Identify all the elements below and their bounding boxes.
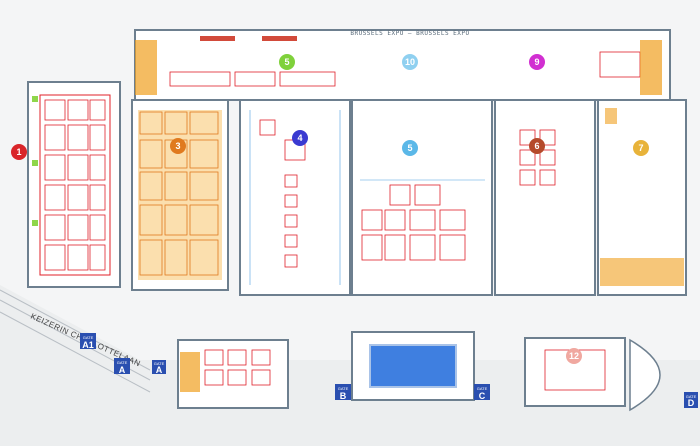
gate-box (474, 384, 490, 400)
hall-marker-circle (170, 138, 186, 154)
hall-marker-circle (529, 54, 545, 70)
gate-letter: A (156, 365, 163, 375)
hall-marker-6[interactable]: 6 (529, 138, 545, 154)
water-basin (351, 331, 475, 401)
gate-letter: A (119, 365, 126, 375)
hall-5 (351, 99, 493, 296)
gate-box (152, 360, 166, 374)
hall-4 (239, 99, 351, 296)
hall-marker-4[interactable]: 4 (292, 130, 308, 146)
hall-marker-label: 3 (175, 141, 180, 151)
gate-a1[interactable]: GATE A1 (80, 333, 96, 350)
gate-a[interactable]: GATE A (114, 358, 130, 375)
gate-title: GATE (117, 360, 128, 365)
hall-12 (524, 337, 661, 412)
hall-3 (131, 99, 229, 291)
hall-marker-circle (633, 140, 649, 156)
road-edge (0, 289, 151, 371)
gate-box (80, 333, 96, 349)
gate-b[interactable]: GATE B (335, 384, 351, 401)
hall-marker-label: 9 (534, 57, 539, 67)
gate-letter: B (340, 391, 347, 401)
hall-marker-3[interactable]: 3 (170, 138, 186, 154)
hall-marker-circle (11, 144, 27, 160)
top-hall-strip (134, 29, 671, 101)
hall-marker-label: 4 (297, 133, 302, 143)
gate-title: GATE (154, 361, 165, 366)
gate-title: GATE (686, 394, 697, 399)
hall-marker-circle (529, 138, 545, 154)
hall-marker-label: 12 (569, 351, 579, 361)
hall-marker-circle (402, 140, 418, 156)
gate-letter: A1 (82, 340, 94, 350)
hall-marker-label: 7 (638, 143, 643, 153)
hall-marker-label: 6 (534, 141, 539, 151)
hall-marker-label: 1 (16, 147, 21, 157)
road-edge (0, 311, 151, 393)
gate-a-2[interactable]: GATE A (152, 360, 166, 375)
gate-letter: C (479, 391, 486, 401)
hall-1 (27, 81, 121, 288)
gate-box (684, 392, 698, 408)
gate-c[interactable]: GATE C (474, 384, 490, 401)
hall-marker-label: 5 (284, 57, 289, 67)
hall-marker-circle (402, 54, 418, 70)
gate-title: GATE (83, 335, 94, 340)
hall-marker-5-top[interactable]: 5 (279, 54, 295, 70)
hall-6 (494, 99, 596, 296)
hall-marker-12[interactable]: 12 (566, 348, 582, 364)
gate-d[interactable]: GATE D (684, 392, 698, 408)
auditorium (629, 338, 661, 412)
hall-marker-1[interactable]: 1 (11, 144, 27, 160)
hall-marker-5[interactable]: 5 (402, 140, 418, 156)
hall-marker-circle (292, 130, 308, 146)
hall-marker-label: 10 (405, 57, 415, 67)
hall-marker-7[interactable]: 7 (633, 140, 649, 156)
hall-marker-9[interactable]: 9 (529, 54, 545, 70)
gates: GATE A1 GATE A GATE A GATE B GATE C GATE… (80, 333, 698, 408)
hall-marker-circle (566, 348, 582, 364)
gate-title: GATE (477, 386, 488, 391)
gate-box (335, 384, 351, 400)
hall-marker-circle (279, 54, 295, 70)
hall-7 (597, 99, 687, 296)
hall-bottom-left (177, 339, 289, 409)
hall-markers: 1 3 4 5 5 10 9 6 (11, 54, 649, 364)
gate-box (114, 358, 130, 374)
hall-marker-10[interactable]: 10 (402, 54, 418, 70)
site-banner-text: BRUSSELS EXPO — BRUSSELS EXPO (350, 30, 469, 37)
gate-title: GATE (338, 386, 349, 391)
hall-marker-label: 5 (407, 143, 412, 153)
gate-letter: D (688, 398, 695, 408)
